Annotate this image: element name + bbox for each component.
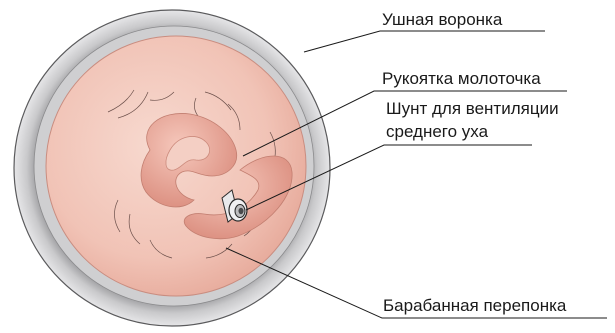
label-ear-funnel: Ушная воронка (382, 10, 502, 30)
label-eardrum: Барабанная перепонка (383, 296, 566, 316)
label-shunt-line1: Шунт для вентиляции (386, 99, 559, 119)
label-shunt-line2: среднего уха (386, 122, 559, 142)
label-shunt: Шунт для вентиляции среднего уха (386, 99, 559, 142)
leader-ear-funnel (304, 31, 545, 52)
label-malleus-handle: Рукоятка молоточка (382, 69, 541, 89)
